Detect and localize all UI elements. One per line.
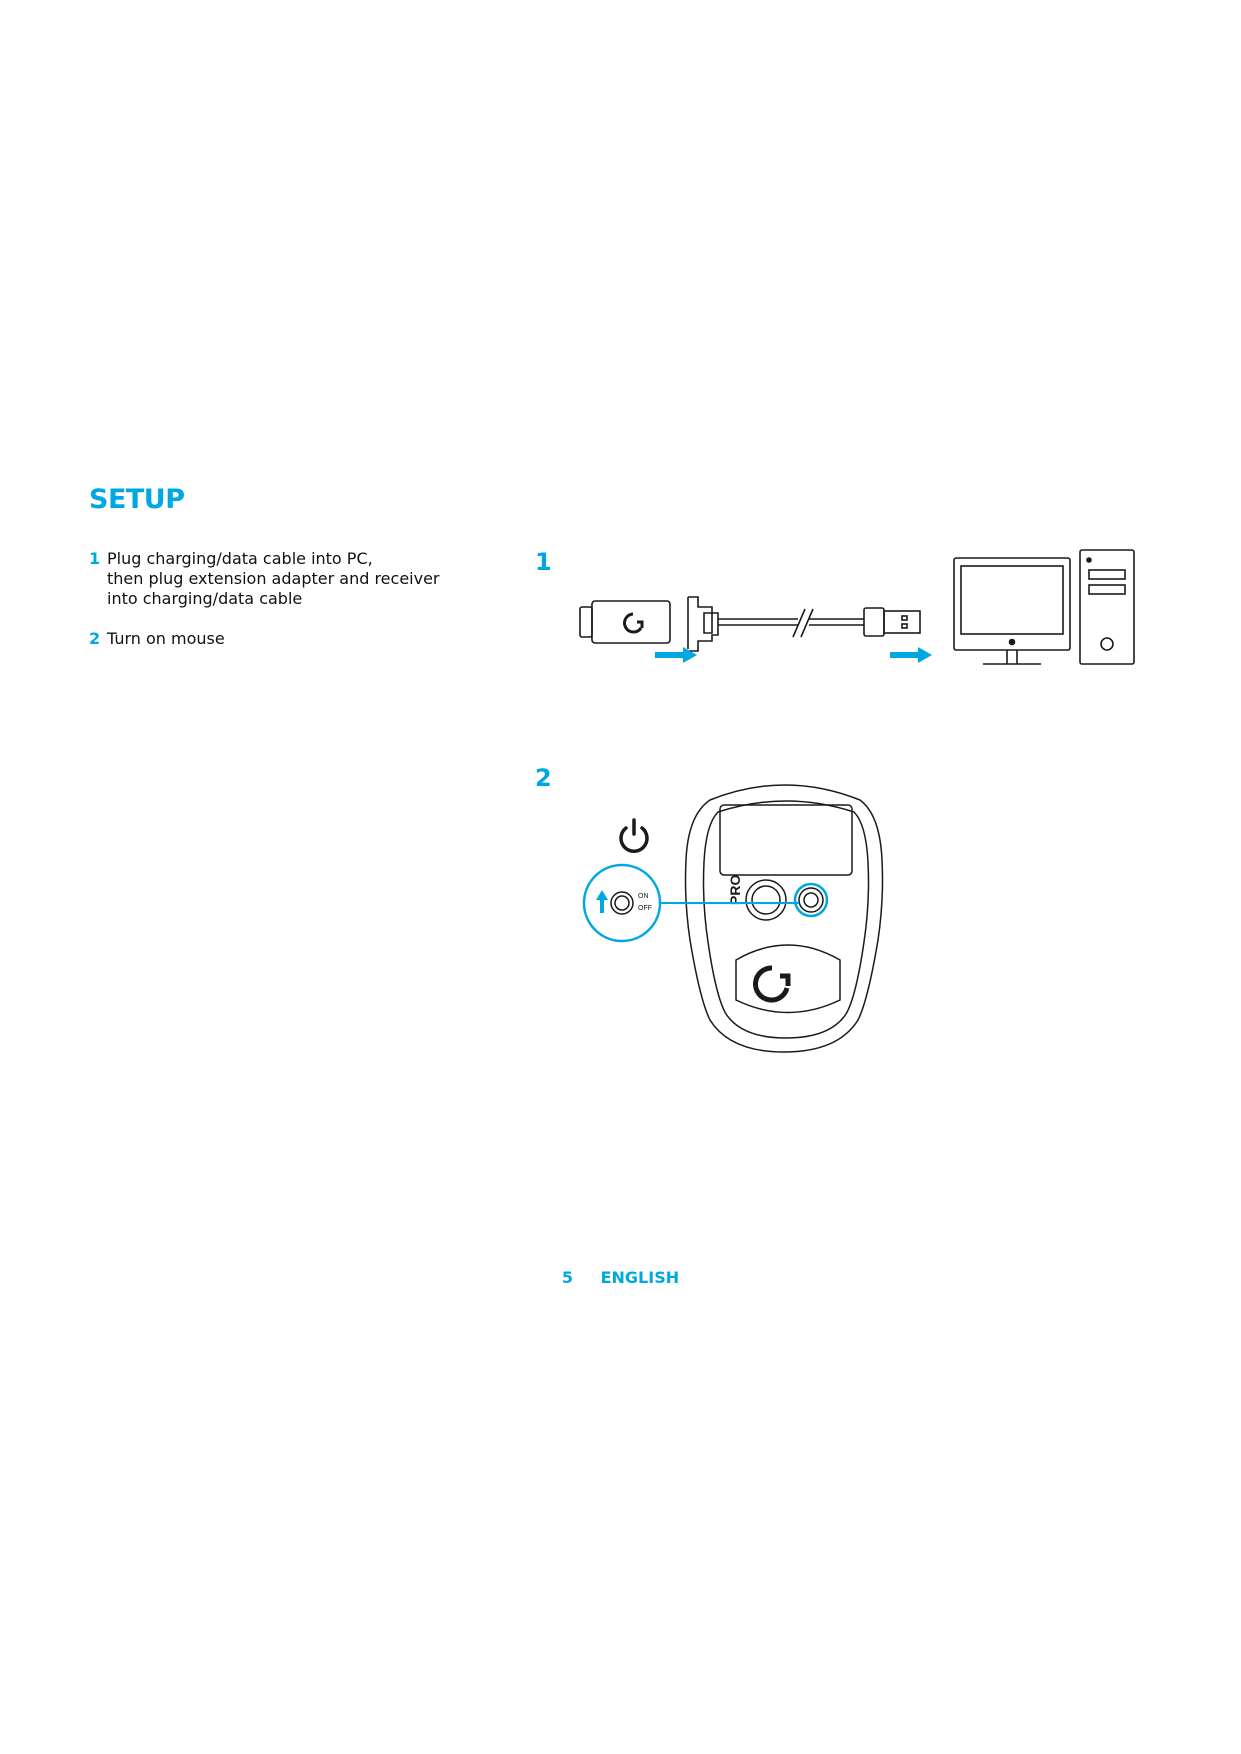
- setup-steps: 1 Plug charging/data cable into PC, then…: [89, 549, 509, 669]
- mouse-pro-logo: PRO: [727, 875, 743, 905]
- step-1-line-2: then plug extension adapter and receiver: [107, 569, 440, 588]
- step-2-number: 2: [89, 629, 101, 648]
- figure-2-number: 2: [535, 764, 552, 792]
- usb-connector-icon: [863, 607, 921, 637]
- figure-2-power-switch-diagram: PRO ON OFF: [582, 784, 884, 1053]
- mouse-icon: [684, 784, 884, 1053]
- power-icon: [619, 818, 649, 853]
- monitor-icon: [953, 557, 1071, 665]
- step-1-number: 1: [89, 549, 101, 568]
- step-2-line-1: Turn on mouse: [107, 629, 225, 648]
- page-title: SETUP: [89, 484, 185, 515]
- step-1-line-1: Plug charging/data cable into PC,: [107, 549, 373, 568]
- pc-tower-icon: [1079, 549, 1135, 665]
- figure-1-number: 1: [535, 548, 552, 576]
- receiver-icon: [579, 600, 671, 644]
- step-1-line-3: into charging/data cable: [107, 589, 303, 608]
- arrow-right-icon: [655, 647, 932, 663]
- switch-callout: [582, 863, 829, 943]
- figure-1-connection-diagram: [579, 549, 1135, 665]
- language-label: ENGLISH: [600, 1268, 680, 1287]
- step-2: 2 Turn on mouse: [89, 629, 509, 649]
- extension-adapter-icon: [687, 596, 719, 652]
- step-1: 1 Plug charging/data cable into PC, then…: [89, 549, 509, 609]
- page-number: 5: [561, 1268, 574, 1287]
- switch-off-label: OFF: [638, 905, 652, 912]
- switch-on-label: ON: [638, 893, 649, 900]
- page-footer: 5 ENGLISH: [0, 1268, 1241, 1287]
